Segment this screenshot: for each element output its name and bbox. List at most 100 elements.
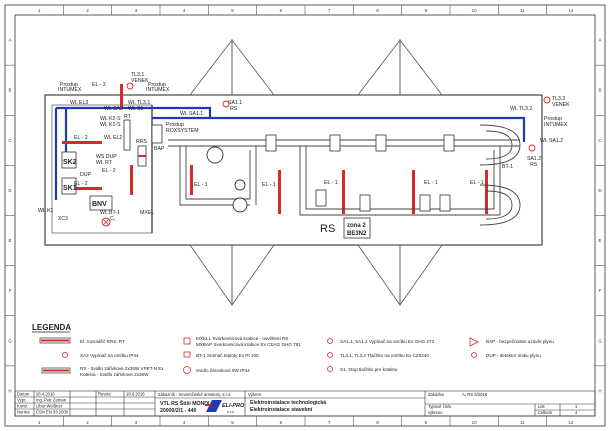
grid-col-top-3: 3	[135, 8, 138, 13]
tb-zakazka-value: A₁ RS 5/2016	[462, 392, 488, 397]
label-venek1: VENEK	[131, 78, 149, 84]
grid-row-right-G: G	[598, 338, 602, 343]
label-el2c: EL - 2	[102, 168, 116, 174]
label-tl31: TL3.1	[131, 72, 144, 78]
label-wl-k1: WL K1	[38, 208, 53, 214]
grid-col-bottom-5: 5	[231, 420, 234, 425]
legend-item-1: El. rozvaděč RRS, RT	[80, 339, 125, 344]
light-fixture-el2-c	[130, 165, 133, 195]
label-rs-small: RS	[230, 106, 238, 112]
label-wl-dup: WS DUP	[96, 154, 117, 160]
grid-col-bottom-3: 3	[135, 420, 138, 425]
roof-triangle-right-bottom-2	[399, 244, 443, 307]
tb-celkem-value: 4	[575, 410, 578, 415]
label-el1b: EL - 1	[324, 180, 338, 186]
label-wl-rt: WL RT	[96, 160, 113, 166]
tb-celkem-label: Celkem	[538, 410, 553, 415]
light-fixture-el1-e	[190, 165, 193, 195]
roof-triangle-left-top-2	[231, 38, 275, 96]
label-rt: RT	[124, 114, 132, 120]
light-fixture-el3	[120, 84, 123, 108]
zone-line2: BE3N2	[347, 231, 367, 237]
grid-col-bottom-7: 7	[328, 420, 331, 425]
grid-row-right-A: A	[598, 38, 601, 43]
room-label-rs: RS	[320, 223, 335, 235]
tb-vykres-label: Výkres:	[248, 392, 262, 397]
label-wl-sa11: WL SA1.1	[180, 111, 203, 117]
label-dup: DUP	[80, 172, 91, 178]
label-prostup1b: INTUMEX	[58, 87, 82, 93]
label-bap: BAP	[154, 146, 165, 152]
grid-row-left-A: A	[8, 38, 11, 43]
roof-triangle-right-top-2	[399, 38, 443, 96]
legend: LEGENDA El. rozvaděč RRS, RT SA2 Vypínač…	[32, 323, 554, 377]
grid-row-left-F: F	[9, 288, 12, 293]
legend-icon-ex-button	[327, 352, 333, 358]
grid-row-right-H: H	[598, 388, 601, 393]
grid-col-top-8: 8	[376, 8, 379, 13]
legend-icon-switch	[62, 352, 68, 358]
floor-plan: EL - 3 TL3.1 VENEK Prostup INTUMEX Prost…	[38, 38, 570, 307]
label-el1d: EL - 1	[470, 180, 484, 186]
label-prostup2a: Prostup	[148, 82, 166, 88]
label-wl-tl31: WL TL3.1	[128, 100, 150, 106]
sheet-frame-outer	[4, 4, 606, 427]
label-el1a: EL - 1	[262, 182, 276, 188]
tb-datum-label: Datum	[17, 392, 30, 397]
tb-typ-label: Typové číslo	[428, 404, 452, 409]
distribution-board-rt	[123, 119, 131, 151]
legend-item-5: MXEL1 Svorkovnicová krabice - osvětlení …	[196, 336, 288, 341]
label-xc3: XC3	[58, 216, 68, 222]
grid-col-top-2: 2	[86, 8, 89, 13]
legend-texts: El. rozvaděč RRS, RT SA2 Vypínač na omít…	[80, 336, 554, 377]
label-sa12-rs: RS	[530, 162, 538, 168]
tb-revize-label: Revize	[98, 392, 111, 397]
label-el3: EL - 3	[92, 82, 106, 88]
zone-box	[343, 217, 371, 239]
grid-row-right-E: E	[598, 238, 601, 243]
roof-triangle-left-bottom	[189, 244, 233, 307]
label-prostup4a: Prostup	[166, 122, 184, 128]
boiler-sk2	[61, 151, 77, 169]
tb-norma-value: ČSN EN 33 2000	[36, 410, 69, 415]
grid-col-top-4: 4	[183, 8, 186, 13]
plan-labels: EL - 3 TL3.1 VENEK Prostup INTUMEX Prost…	[38, 72, 570, 222]
label-wl-sa2: WL SA2	[104, 106, 123, 112]
tb-vypr-label: Vypr.	[17, 398, 26, 403]
label-el2a: EL - 2	[74, 135, 88, 141]
grid-col-bottom-11: 11	[520, 420, 525, 425]
button-tl32	[543, 96, 551, 104]
label-sk2: SK2	[63, 159, 77, 166]
grid-row-left-H: H	[8, 388, 11, 393]
light-fixture-el2-a	[62, 141, 102, 144]
tb-project-2: 20000/2/1 - 440	[160, 408, 196, 414]
label-prostup4b: ROXSYSTEM	[166, 128, 199, 134]
roof-triangle-left-top	[189, 38, 233, 96]
button-tl31	[126, 82, 134, 90]
tb-vypr-value: Ing. Petr Zeman	[36, 398, 67, 403]
legend-item-9: SA1.1, SA1.2 Vypínač na omítku Ex GHG 27…	[340, 339, 434, 344]
label-wl-el3: WL EL3	[70, 100, 88, 106]
label-tl32: TL3.2	[552, 96, 565, 102]
label-wl-s1: WL S1	[128, 106, 143, 112]
logo-sub: s.r.o.	[227, 410, 235, 414]
grid-row-left-E: E	[8, 238, 11, 243]
grid-col-bottom-12: 12	[568, 420, 574, 425]
grid-col-top-6: 6	[280, 8, 283, 13]
legend-item-12: BAP - bezpečnostní uzávěr plynu	[486, 339, 554, 344]
grid-row-right-C: C	[598, 138, 602, 143]
label-wl-k2s: WL K2-S	[100, 116, 121, 122]
grid-row-left-C: C	[8, 138, 12, 143]
legend-item-11: S1, Stop tlačítko pro kotelnu	[340, 367, 398, 372]
switch-sa12	[528, 144, 536, 152]
legend-item-4: Kotelna - Svidlo zářivkové 2x36W	[80, 372, 149, 377]
grid-col-bottom-4: 4	[183, 420, 186, 425]
tb-zakazka-label: Zakázka	[428, 392, 444, 397]
label-sa11: SA1.1	[228, 100, 242, 106]
label-el2b: EL - 2	[74, 181, 88, 187]
label-el1e: EL - 1	[194, 182, 208, 188]
grid-col-top-12: 12	[568, 8, 574, 13]
legend-icon-temp-sensor	[183, 351, 191, 358]
grid-col-bottom-8: 8	[376, 420, 379, 425]
